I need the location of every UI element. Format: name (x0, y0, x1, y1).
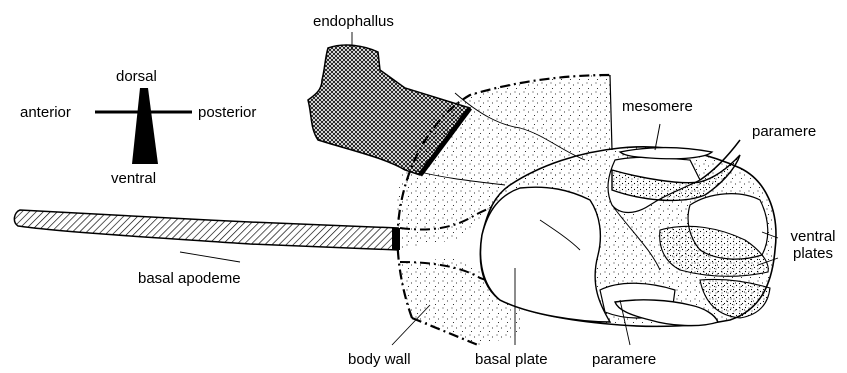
basal-apodeme-structure (14, 210, 400, 250)
orientation-label-dorsal: dorsal (116, 68, 157, 85)
mesomere-structure (620, 124, 712, 159)
orientation-indicator (95, 88, 192, 164)
label-endophallus: endophallus (313, 13, 394, 30)
label-basal-apodeme: basal apodeme (138, 270, 241, 287)
orientation-label-ventral: ventral (111, 170, 156, 187)
label-paramere-bottom: paramere (592, 351, 656, 368)
label-ventral-plates: ventral plates (783, 228, 843, 262)
label-body-wall: body wall (348, 351, 411, 368)
orientation-label-anterior: anterior (20, 104, 71, 121)
orientation-label-posterior: posterior (198, 104, 256, 121)
label-paramere-top: paramere (752, 123, 816, 140)
label-basal-plate: basal plate (475, 351, 548, 368)
label-mesomere: mesomere (622, 98, 693, 115)
